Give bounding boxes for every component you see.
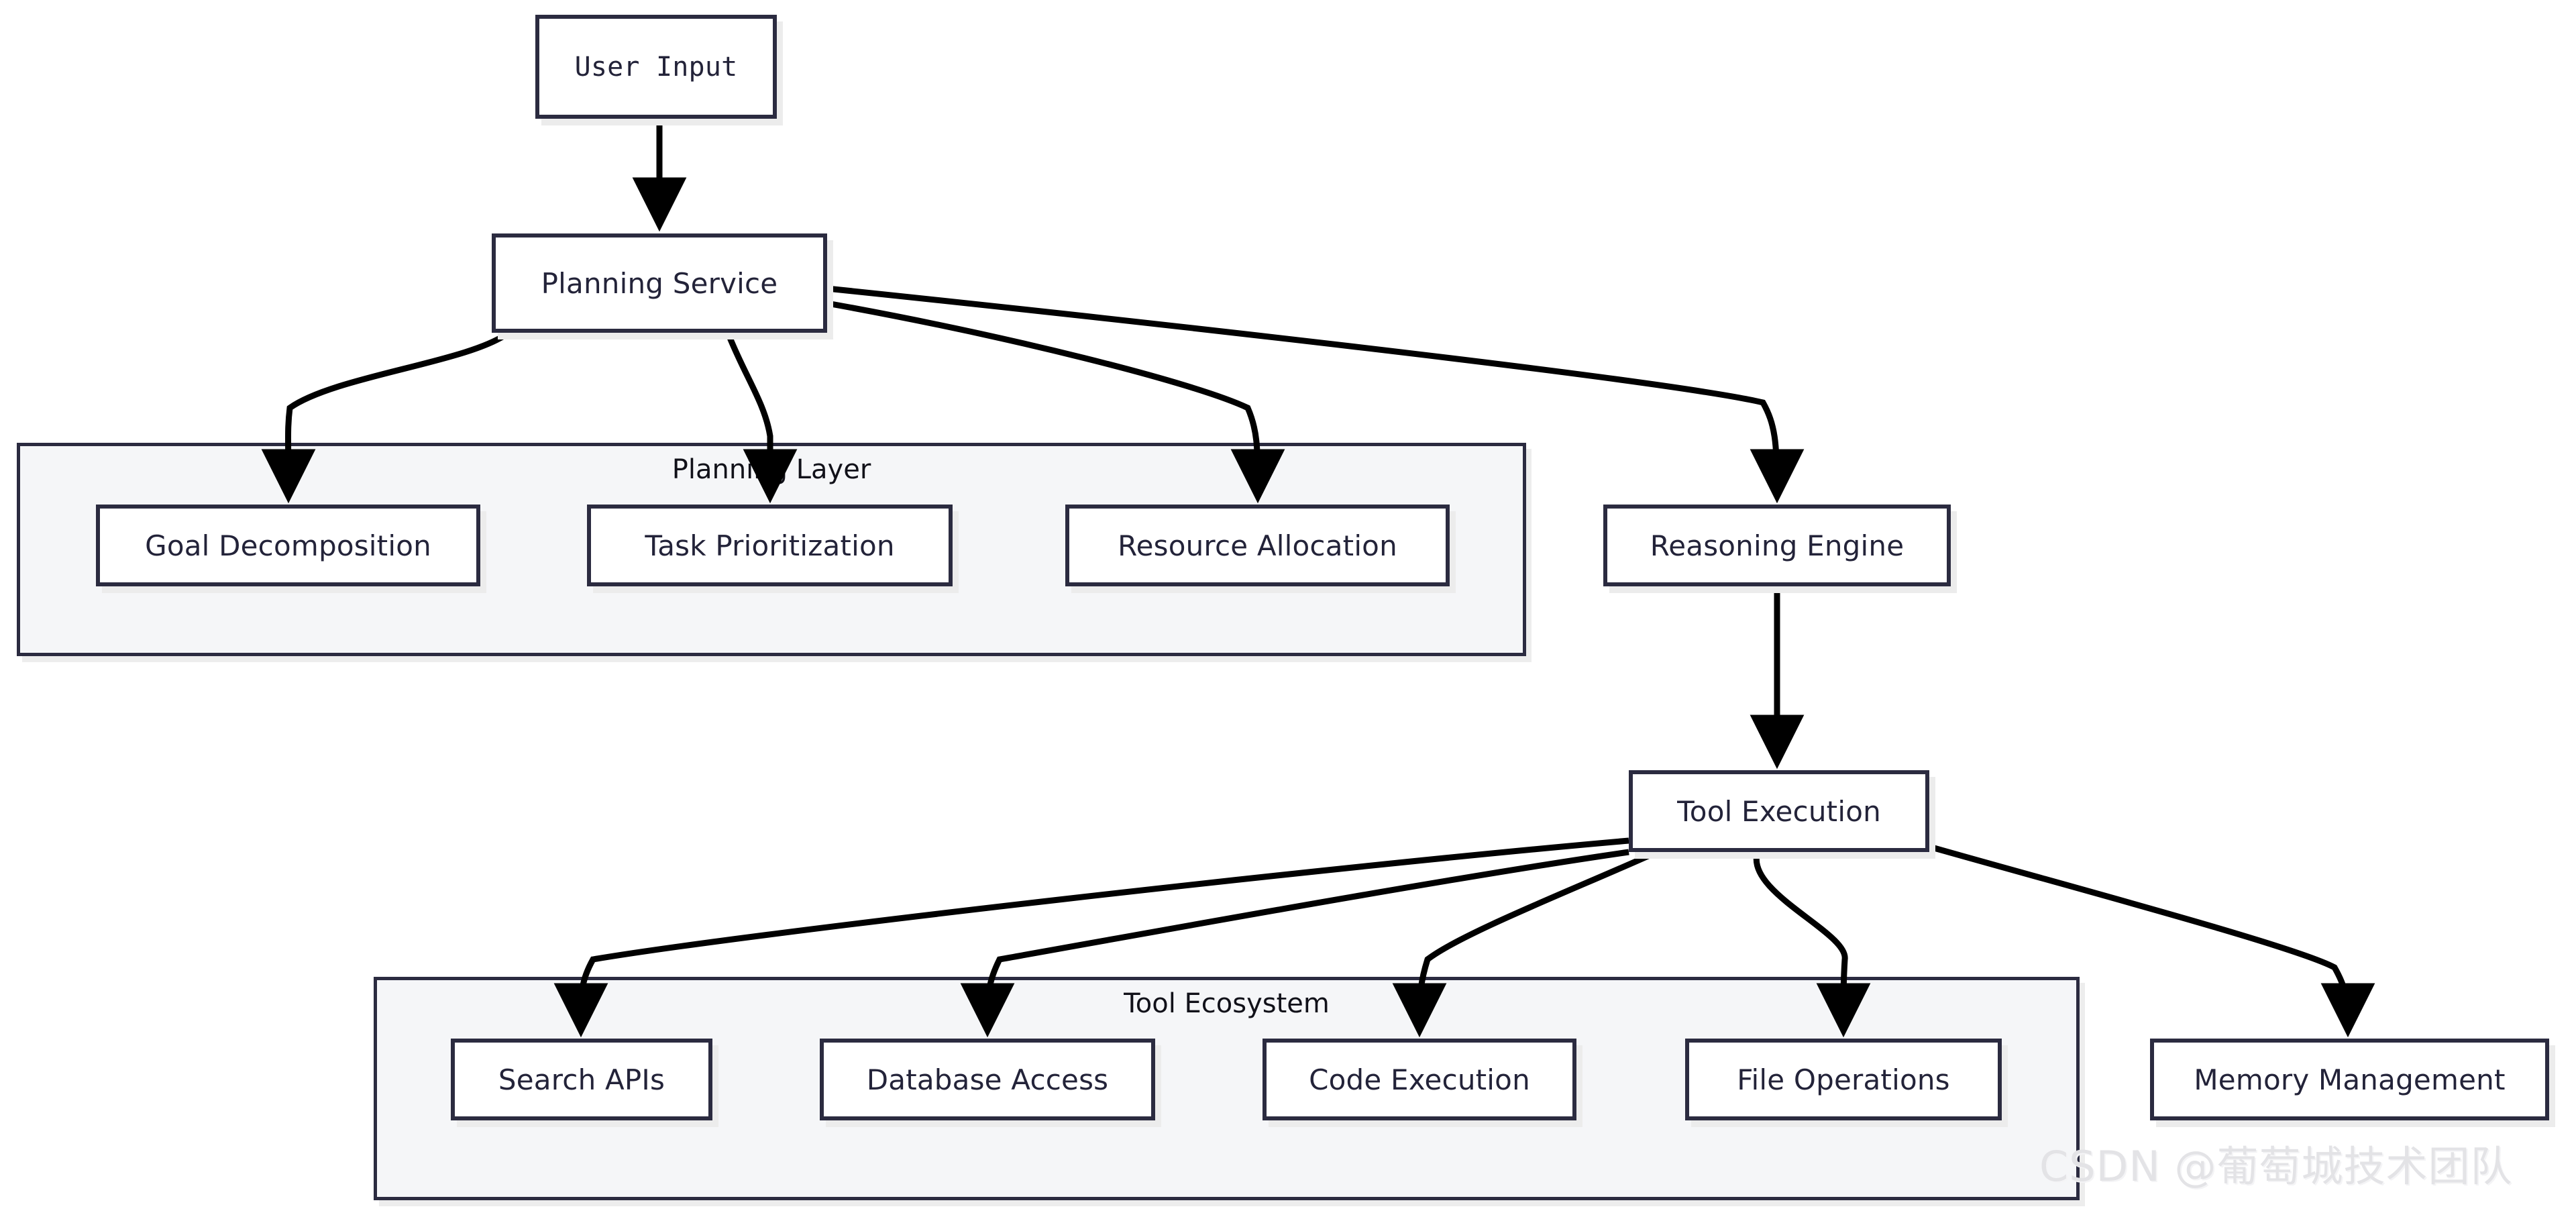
node-planning-service[interactable]: Planning Service [492,233,827,333]
node-user-input[interactable]: User Input [535,15,777,119]
node-tool-execution-label: Tool Execution [1677,794,1881,828]
node-code-execution[interactable]: Code Execution [1263,1039,1576,1120]
node-tool-execution[interactable]: Tool Execution [1629,770,1929,852]
node-file-operations-label: File Operations [1737,1063,1950,1096]
node-file-operations[interactable]: File Operations [1685,1039,2002,1120]
node-memory-management-label: Memory Management [2194,1063,2506,1096]
node-reasoning-engine-label: Reasoning Engine [1650,529,1904,562]
node-search-apis[interactable]: Search APIs [451,1039,712,1120]
node-task-prioritization-label: Task Prioritization [645,529,895,562]
csdn-watermark: CSDN @葡萄城技术团队 [2039,1142,2513,1191]
node-task-prioritization[interactable]: Task Prioritization [587,505,953,586]
node-code-execution-label: Code Execution [1309,1063,1530,1096]
node-user-input-label: User Input [574,51,738,83]
node-goal-decomposition-label: Goal Decomposition [145,529,431,562]
cluster-tool-ecosystem-label: Tool Ecosystem [1124,988,1330,1019]
node-search-apis-label: Search APIs [498,1063,665,1096]
node-resource-allocation-label: Resource Allocation [1118,529,1397,562]
node-memory-management[interactable]: Memory Management [2150,1039,2549,1120]
node-planning-service-label: Planning Service [541,266,778,300]
node-resource-allocation[interactable]: Resource Allocation [1065,505,1450,586]
cluster-planning-layer-label: Planning Layer [672,454,871,485]
node-reasoning-engine[interactable]: Reasoning Engine [1603,505,1951,586]
node-database-access-label: Database Access [866,1063,1109,1096]
node-goal-decomposition[interactable]: Goal Decomposition [96,505,480,586]
node-database-access[interactable]: Database Access [820,1039,1155,1120]
